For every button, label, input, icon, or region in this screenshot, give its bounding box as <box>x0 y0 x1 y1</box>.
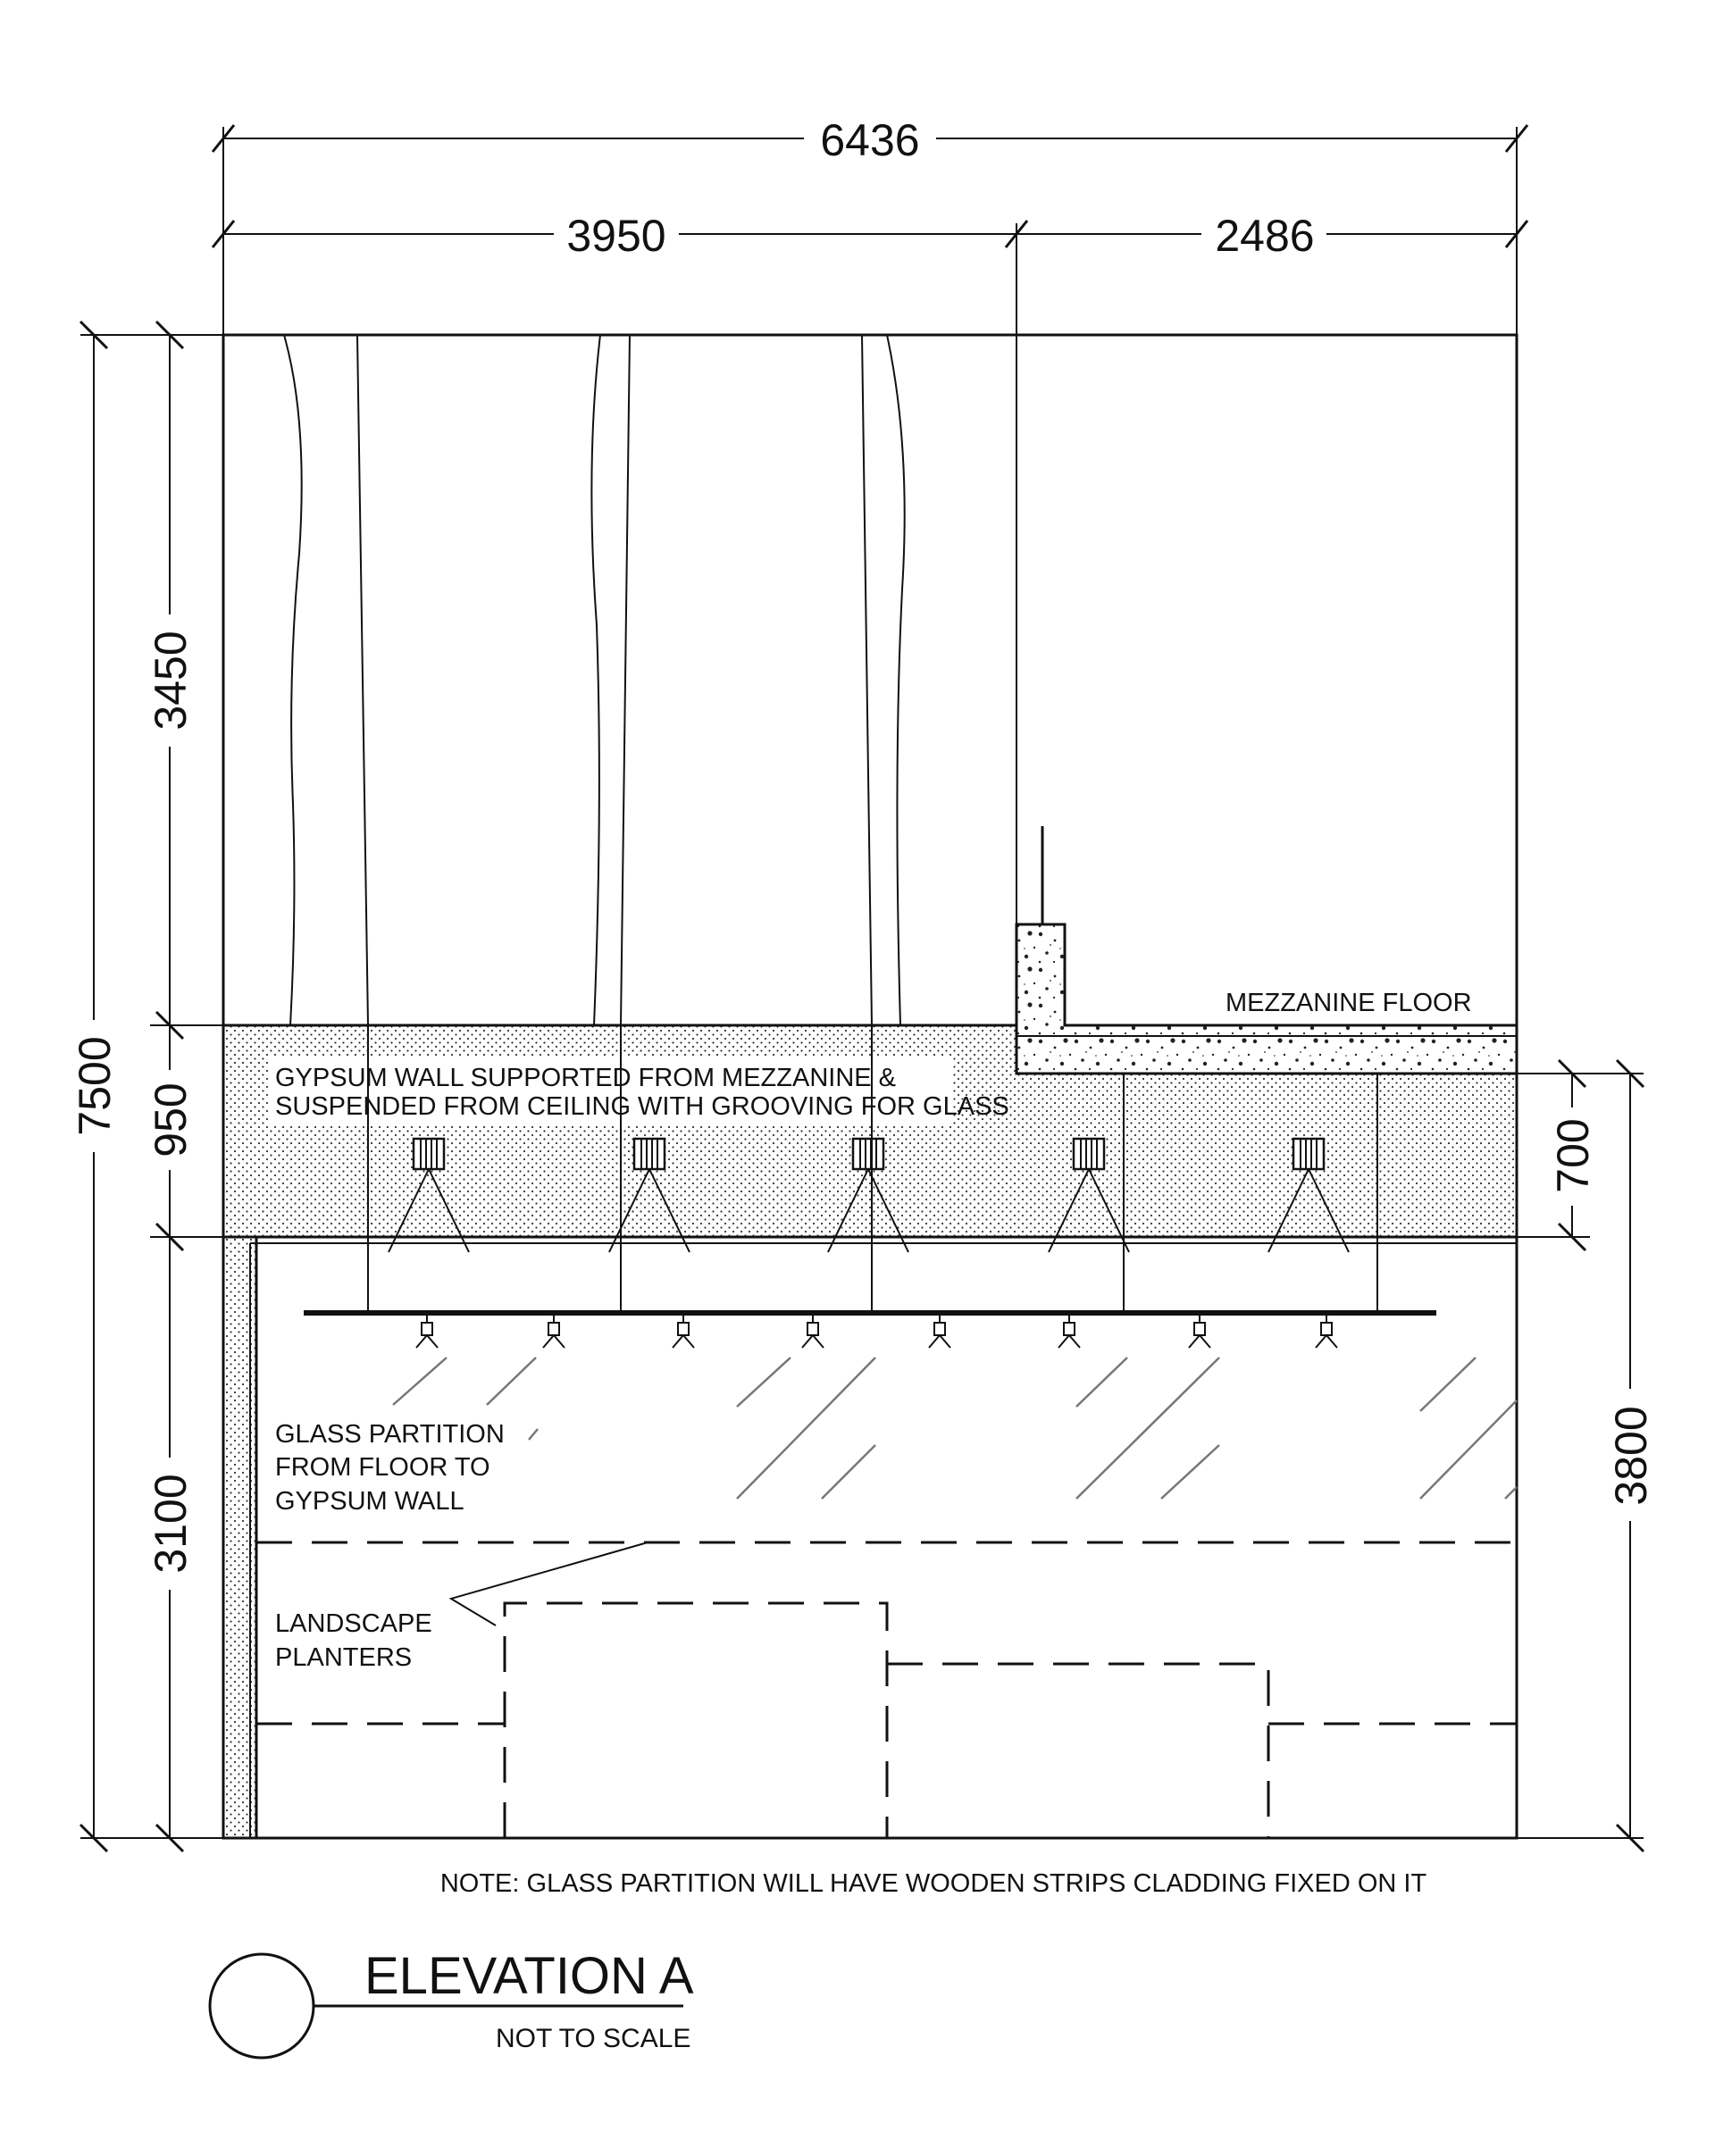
glass-label-line1: GLASS PARTITION <box>275 1420 505 1449</box>
track-light-icon <box>1315 1316 1338 1349</box>
track-light-icon <box>1188 1316 1211 1349</box>
dim-right-upper: 700 <box>1548 1118 1598 1192</box>
curtain-drapes <box>283 334 906 1026</box>
spotlight-icon <box>388 1137 470 1253</box>
planter-outlines <box>256 1541 1517 1838</box>
spotlight-icon <box>1267 1137 1350 1253</box>
gypsum-label-box <box>268 1057 951 1124</box>
title-block <box>208 1952 683 2060</box>
glass-label-line2: FROM FLOOR TO <box>275 1453 490 1482</box>
top-dimension-lines <box>211 114 1529 1036</box>
dim-overall-width: 6436 <box>820 115 919 165</box>
dim-upper-height: 3450 <box>146 631 196 730</box>
glass-label-line3: GYPSUM WALL <box>275 1487 464 1516</box>
planters-label-line2: PLANTERS <box>275 1643 412 1672</box>
mezzanine-slab <box>1015 826 1518 1075</box>
dim-gypsum-height: 950 <box>146 1082 196 1157</box>
track-light-icon <box>542 1316 565 1349</box>
drawing-note: NOTE: GLASS PARTITION WILL HAVE WOODEN S… <box>440 1869 1427 1898</box>
spotlight-icon <box>827 1137 909 1253</box>
track-light-fixtures <box>415 1316 1338 1349</box>
dim-lower-height: 3100 <box>146 1474 196 1573</box>
spotlight-icon <box>608 1137 690 1253</box>
drawing-subtitle: NOT TO SCALE <box>496 2024 690 2053</box>
gypsum-label-line1: GYPSUM WALL SUPPORTED FROM MEZZANINE & <box>275 1064 896 1092</box>
section-marker-circle <box>208 1952 315 2060</box>
planters-label-line1: LANDSCAPE <box>275 1609 432 1638</box>
light-track-hangers <box>367 1025 1378 1313</box>
dim-overall-height: 7500 <box>70 1036 120 1135</box>
planter-leader-line <box>448 1542 648 1626</box>
mezzanine-floor-label: MEZZANINE FLOOR <box>1226 989 1472 1017</box>
track-light-icon <box>1058 1316 1081 1349</box>
glass-reflection-marks <box>392 1357 1518 1500</box>
track-light-icon <box>672 1316 695 1349</box>
gypsum-spotlights <box>388 1137 1350 1253</box>
spotlight-icon <box>1048 1137 1130 1253</box>
light-track <box>304 1310 1436 1316</box>
track-light-icon <box>928 1316 951 1349</box>
drawing-title: ELEVATION A <box>364 1947 694 2005</box>
dim-left-width: 3950 <box>566 211 665 261</box>
track-light-icon <box>415 1316 439 1349</box>
track-light-icon <box>801 1316 824 1349</box>
dim-right-width: 2486 <box>1215 211 1314 261</box>
left-dimension-lines <box>68 320 223 1853</box>
right-dimension-lines <box>1517 1058 1657 1853</box>
dim-right-lower: 3800 <box>1606 1406 1656 1505</box>
gypsum-label-line2: SUSPENDED FROM CEILING WITH GROOVING FOR… <box>275 1092 1009 1121</box>
